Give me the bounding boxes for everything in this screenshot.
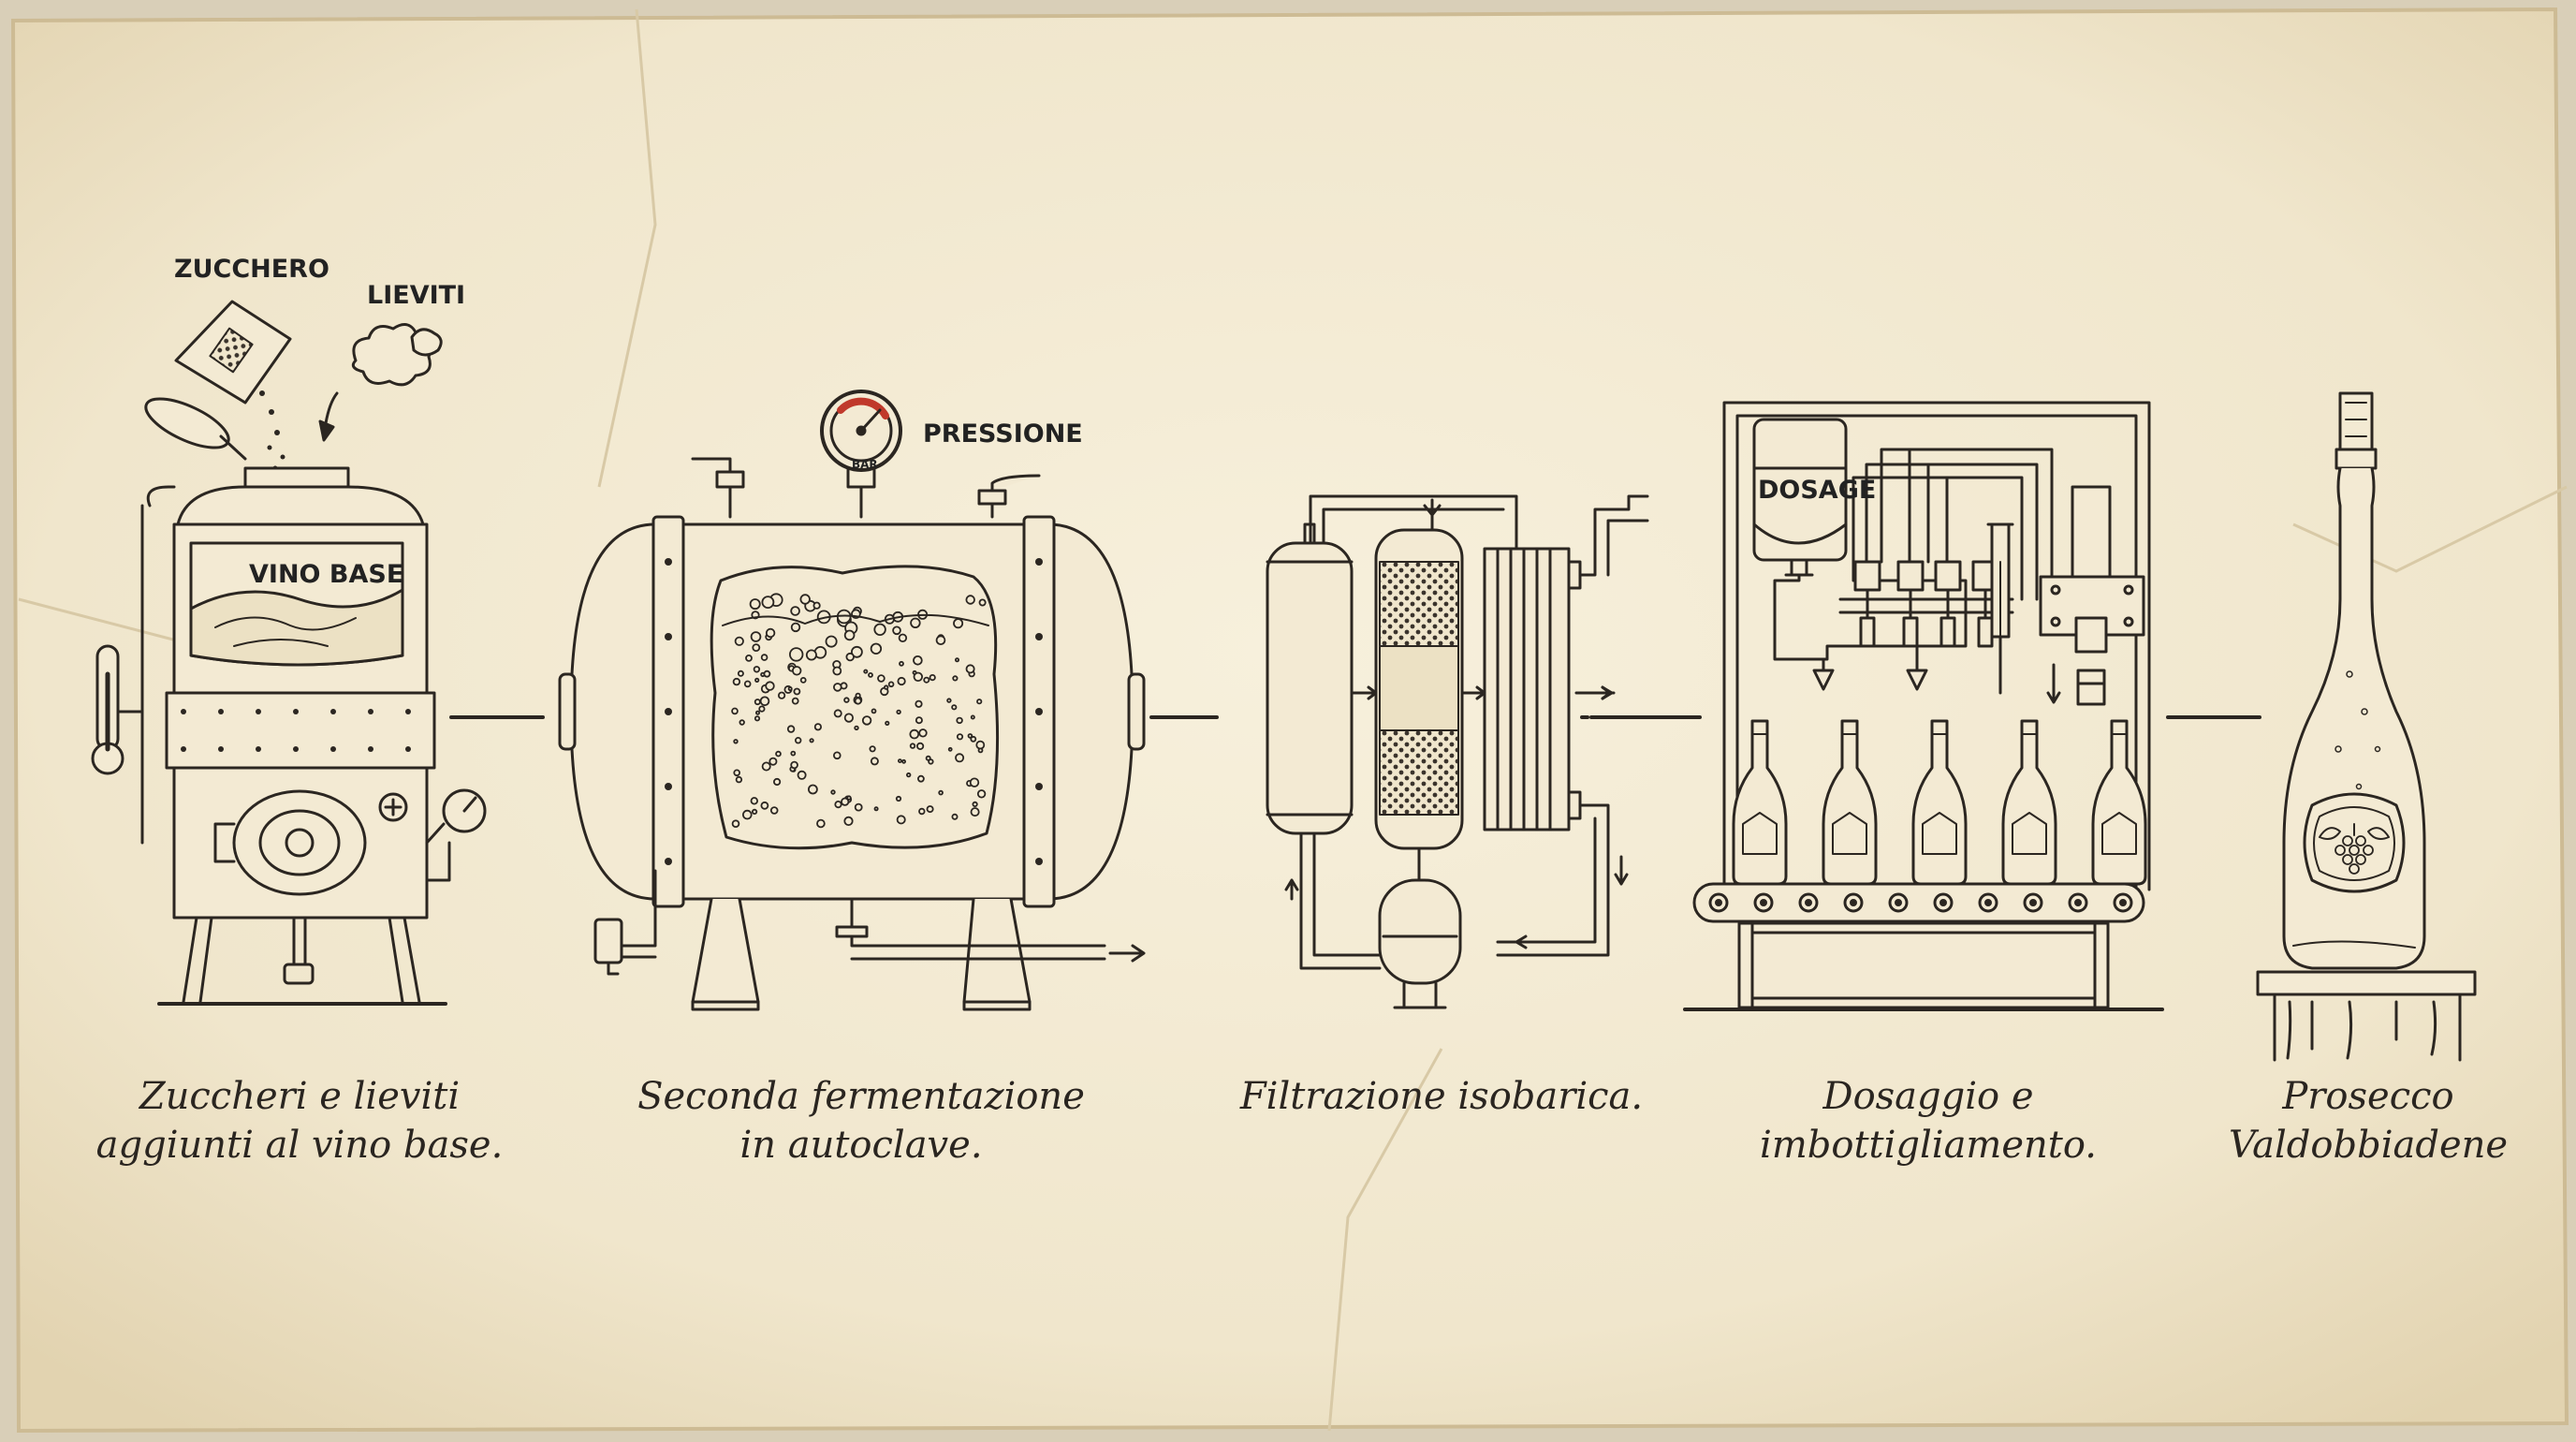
label-zucchero: ZUCCHERO xyxy=(174,255,329,284)
label-vino-base: VINO BASE xyxy=(249,560,403,589)
caption-step-4: Dosaggio e imbottigliamento. xyxy=(1760,1075,2097,1167)
conveyor-rollers xyxy=(1708,892,2133,913)
caption-step-1: Zuccheri e lieviti aggiunti al vino base… xyxy=(95,1075,504,1167)
yeast-icon xyxy=(318,323,443,442)
pressure-gauge-icon xyxy=(820,390,902,519)
autoclave-tank xyxy=(558,390,1219,1011)
caption-step-5: Prosecco Valdobbiadene xyxy=(2228,1075,2509,1167)
label-dosage: DOSAGE xyxy=(1758,476,1876,505)
base-wine-tank xyxy=(91,300,487,1006)
sugar-bag-icon xyxy=(174,300,292,471)
label-bar: BAR xyxy=(852,458,878,471)
bottle-row xyxy=(1732,719,2147,886)
dosage-bottling-machine xyxy=(1683,401,2164,1011)
thermometer-icon xyxy=(91,644,144,775)
tank-gauge-icon xyxy=(425,788,487,882)
caption-step-2: Seconda fermentazione in autoclave. xyxy=(637,1075,1085,1167)
label-lieviti: LIEVITI xyxy=(367,281,465,310)
caption-step-3: Filtrazione isobarica. xyxy=(1239,1075,1644,1118)
prosecco-bottle xyxy=(2256,391,2477,1062)
label-pressione: PRESSIONE xyxy=(923,419,1083,449)
isobaric-filter-unit xyxy=(1266,494,1702,1009)
grape-icon xyxy=(2319,823,2390,875)
